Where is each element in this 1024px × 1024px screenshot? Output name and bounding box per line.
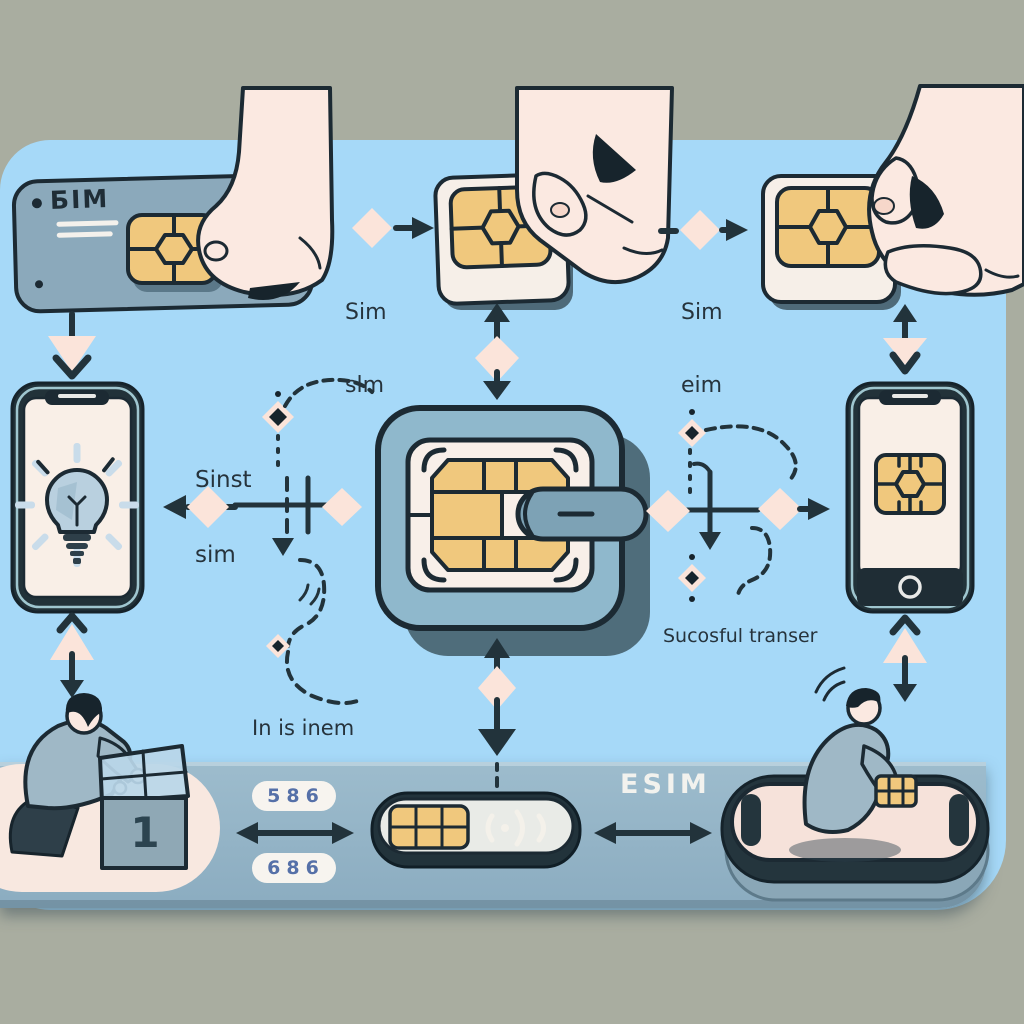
sim-chip-silhouette — [408, 458, 570, 572]
decor-dashes-left — [163, 377, 374, 706]
sim-chip-icon — [775, 186, 881, 268]
box-number: 1 — [130, 808, 159, 857]
step1-label: Sim slm — [345, 253, 387, 447]
hair — [65, 693, 103, 727]
bottom-note-label: In is inem — [252, 716, 355, 740]
esim-device — [370, 791, 582, 869]
motion-lines — [814, 666, 846, 702]
phone-left — [10, 381, 145, 614]
code-pill-top: 586 — [252, 781, 336, 811]
first-sim-label: Sinst sim — [195, 417, 252, 619]
arrow-updown-center-top — [475, 303, 519, 400]
code-pill-bottom: 686 — [252, 853, 336, 883]
arrow-updown-right-bottom — [883, 614, 927, 702]
sim-card-step3 — [761, 84, 1024, 310]
first-sim-label-line2: sim — [195, 542, 236, 569]
card-brand-label: БIM — [49, 183, 110, 216]
hair — [846, 688, 881, 708]
sim-chip-icon — [388, 804, 470, 850]
hand-icon — [196, 86, 335, 300]
arrow-updown-left-bottom — [50, 612, 94, 698]
corner-marks — [421, 447, 579, 583]
step1-label-line2: slm — [345, 372, 385, 398]
held-sim-chip-icon — [874, 774, 918, 808]
step2-label: Sim eim — [681, 253, 723, 447]
home-button-icon — [898, 575, 922, 599]
esim-chip-icon — [874, 453, 946, 515]
device-box: 1 — [98, 744, 190, 870]
bullet-dot-icon — [31, 198, 42, 209]
sim-chip-icon — [126, 213, 218, 285]
wireless-signal-icon — [485, 809, 546, 847]
double-arrow-esim — [594, 822, 712, 844]
step2-label-line1: Sim — [681, 300, 723, 326]
phone-right — [845, 381, 975, 614]
phone-chin — [857, 568, 963, 606]
person-left: 1 — [8, 693, 190, 870]
step2-label-line2: eim — [681, 372, 723, 398]
transfer-status-label: Sucosful transer — [663, 625, 818, 647]
arrow-step1-right — [352, 208, 434, 248]
sim-card-package — [11, 86, 335, 314]
sim-tray — [375, 405, 650, 656]
arrow-updown-center-bottom — [478, 638, 516, 788]
hand-icon — [515, 86, 674, 284]
arrow-step2-right — [658, 210, 748, 250]
esim-label: ESIM — [620, 769, 711, 800]
sim-card-step2 — [433, 86, 674, 310]
person-right — [802, 666, 918, 834]
first-sim-label-line1: Sinst — [195, 466, 252, 493]
tray-ejector-tab — [515, 486, 649, 542]
lightbulb-icon — [15, 443, 139, 567]
arrow-down-left-top — [48, 311, 96, 380]
hand-icon — [867, 84, 1024, 297]
step1-label-line1: Sim — [345, 300, 387, 326]
device-right-group — [720, 666, 990, 902]
decor-dashes-right — [646, 409, 830, 602]
double-arrow-codes — [236, 822, 354, 844]
arrow-updown-right-top — [883, 304, 927, 375]
